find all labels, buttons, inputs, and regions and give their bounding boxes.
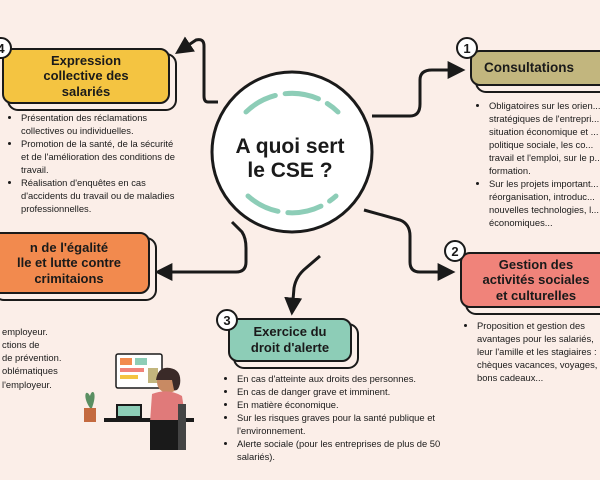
gestion-title-line-3: et culturelles [495,287,577,303]
node-egalite-box: n de l'égalité lle et lutte contre crimi… [0,232,150,294]
node-expression-box: Expression collective des salariés [2,48,170,104]
consultations-title: Consultations [484,59,574,75]
office-worker-illustration [84,353,194,450]
expression-bullet-list: Présentation des réclamations collective… [8,112,179,216]
connector-gestion [363,208,456,281]
consultations-bullet: Sur les projets important... réorganisat… [489,178,600,230]
egalite-text: employeur. ctions de de prévention. oblé… [2,325,82,391]
egalite-text-line: oblématiques [2,365,58,377]
alerte-bullet: En cas de danger grave et imminent. [237,386,463,399]
expression-bullet: Promotion de la santé, de la sécurité et… [21,138,179,177]
egalite-text-line: de prévention. [2,352,62,364]
connector-egalite [154,220,248,281]
egalite-text-line: employeur. [2,326,48,337]
alerte-number-badge: 3 [216,309,238,331]
gestion-title-line-1: Gestion des [498,256,574,272]
center-circle [210,70,374,234]
consultations-bullet-list: Obligatoires sur les orien... stratégiqu… [476,100,600,230]
connector-alerte [284,254,321,316]
gestion-number-badge: 2 [444,240,466,262]
connector-consultations [372,61,466,118]
alerte-bullet: En matière économique. [237,399,463,412]
gestion-bullet: Proposition et gestion des avantages pou… [477,320,600,385]
alerte-bullet: Sur les risques graves pour la santé pub… [237,412,463,438]
node-alerte-box: Exercice du droit d'alerte [228,318,352,362]
alerte-title-line-2: droit d'alerte [250,340,330,355]
gestion-title-line-2: activités sociales [482,272,590,288]
expression-title-line-3: salariés [61,83,111,99]
alerte-title-line-1: Exercice du [253,324,327,340]
center-arc-bottom [245,193,339,216]
egalite-text-line: l'employeur. [2,378,52,390]
expression-title-line-2: collective des [43,68,129,84]
node-gestion-box: Gestion des activités sociales et cultur… [460,252,600,308]
egalite-title-line-2: lle et lutte contre [16,255,122,271]
alerte-bullet-list: En cas d'atteinte aux droits des personn… [224,373,463,464]
expression-bullet: Présentation des réclamations collective… [21,112,179,138]
expression-bullet: Réalisation d'enquêtes en cas d'accident… [21,177,179,216]
center-title: A quoi sert le CSE ? [210,135,370,183]
alerte-bullet: Alerte sociale (pour les entreprises de … [237,438,463,464]
connector-expression [175,36,218,104]
center-arc-top [243,90,341,115]
gestion-bullet-list: Proposition et gestion des avantages pou… [464,320,600,385]
center-title-line-1: A quoi sert [235,135,345,158]
egalite-title-line-3: crimitaions [34,270,104,286]
egalite-title-line-1: n de l'égalité [29,239,109,255]
expression-title-line-1: Expression [50,52,122,68]
center-title-line-2: le CSE ? [247,159,333,183]
consultations-bullet: Obligatoires sur les orien... stratégiqu… [489,100,600,178]
egalite-text-line: ctions de [2,339,40,351]
consultations-number-badge: 1 [456,37,478,59]
alerte-bullet: En cas d'atteinte aux droits des personn… [237,373,463,386]
node-consultations-box: Consultations [470,50,600,86]
